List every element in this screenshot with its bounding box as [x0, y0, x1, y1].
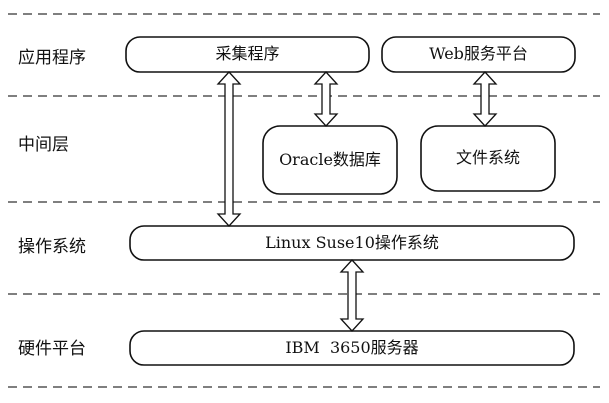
collector-box [125, 36, 370, 73]
file-system-label: 文件系统 [455, 148, 520, 167]
linux-os-label: Linux Suse10操作系统 [265, 233, 439, 252]
web-filesystem-arrow [472, 71, 498, 127]
layer-label-hardware: 硬件平台 [18, 339, 86, 359]
file-system-box [420, 125, 556, 192]
layer-label-middleware: 中间层 [18, 135, 69, 155]
collector-oracle-arrow [313, 71, 339, 127]
web-platform-label: Web服务平台 [429, 44, 528, 63]
web-platform-box [381, 36, 576, 73]
collector-os-arrow [216, 71, 242, 227]
layer-label-application: 应用程序 [18, 48, 86, 68]
oracle-db-label: Oracle数据库 [279, 150, 381, 169]
os-hardware-arrow [339, 259, 365, 332]
collector-label: 采集程序 [215, 44, 280, 63]
ibm-server-label: IBM 3650服务器 [285, 338, 419, 357]
layer-label-os: 操作系统 [18, 237, 86, 257]
oracle-db-box [262, 125, 398, 195]
